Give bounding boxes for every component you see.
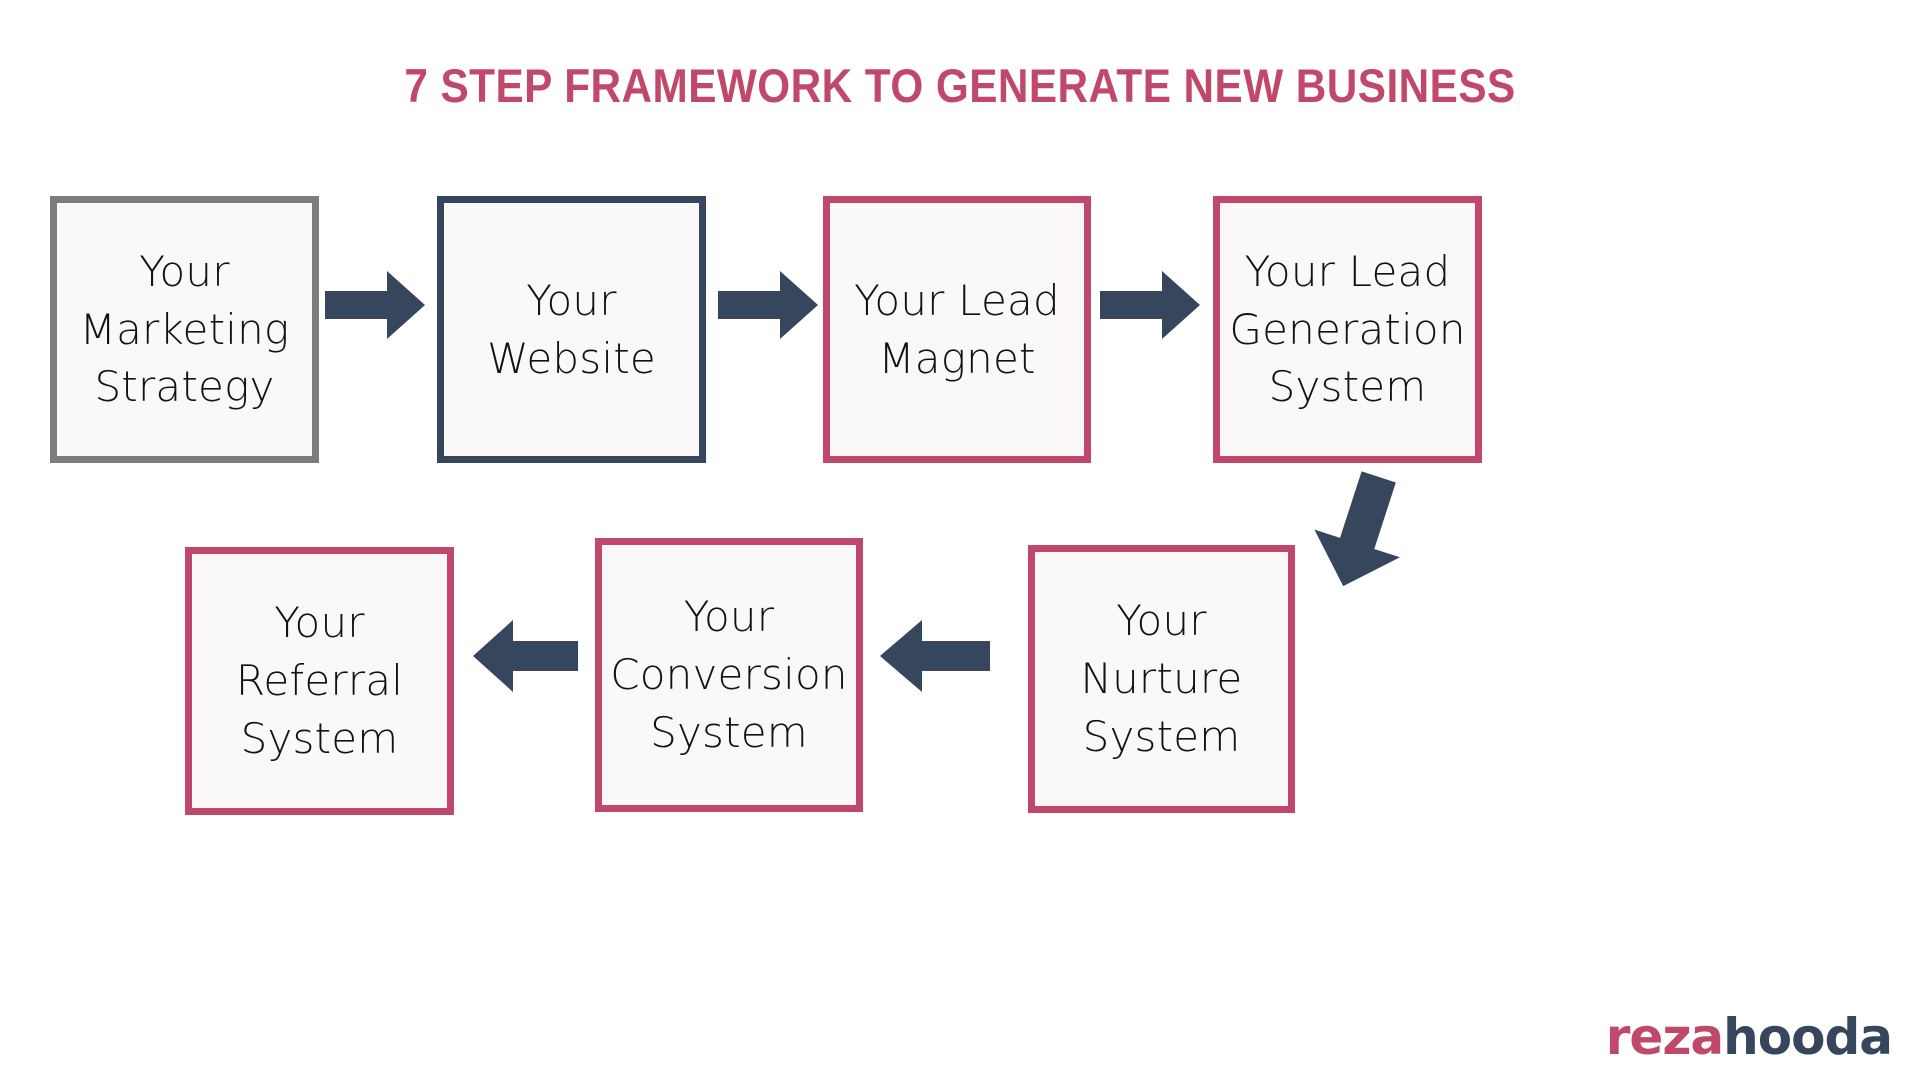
step-box-conversion-system[interactable]: Your Conversion System — [595, 538, 863, 812]
arrow-left-icon-step5-to-step6 — [880, 620, 990, 692]
step-label: Your Website — [487, 275, 656, 383]
step-label: Your Lead Generation System — [1229, 246, 1466, 412]
logo-text-primary: reza — [1605, 1008, 1724, 1066]
step-box-website[interactable]: Your Website — [437, 196, 706, 463]
brand-logo: rezahooda — [1605, 1008, 1893, 1066]
arrow-right-icon-step3-to-step4 — [1100, 271, 1200, 339]
step-label: Your Nurture System — [1080, 596, 1243, 761]
arrow-left-icon-step6-to-step7 — [473, 620, 578, 692]
step-label: Your Conversion System — [610, 592, 848, 757]
logo-text-secondary: hooda — [1723, 1008, 1893, 1066]
arrow-right-icon-step2-to-step3 — [718, 271, 818, 339]
step-box-referral-system[interactable]: Your Referral System — [185, 547, 454, 815]
arrow-down-left-icon-step4-to-step5 — [1300, 463, 1421, 600]
step-label: Your Lead Magnet — [854, 275, 1060, 383]
step-box-lead-generation-system[interactable]: Your Lead Generation System — [1213, 196, 1482, 463]
step-label: Your Referral System — [235, 598, 404, 763]
step-box-marketing-strategy[interactable]: Your Marketing Strategy — [50, 196, 319, 463]
step-label: Your Marketing Strategy — [79, 246, 290, 412]
step-box-lead-magnet[interactable]: Your Lead Magnet — [823, 196, 1091, 463]
arrow-right-icon-step1-to-step2 — [325, 271, 425, 339]
step-box-nurture-system[interactable]: Your Nurture System — [1028, 545, 1295, 813]
page-title: 7 STEP FRAMEWORK TO GENERATE NEW BUSINES… — [404, 59, 1516, 112]
